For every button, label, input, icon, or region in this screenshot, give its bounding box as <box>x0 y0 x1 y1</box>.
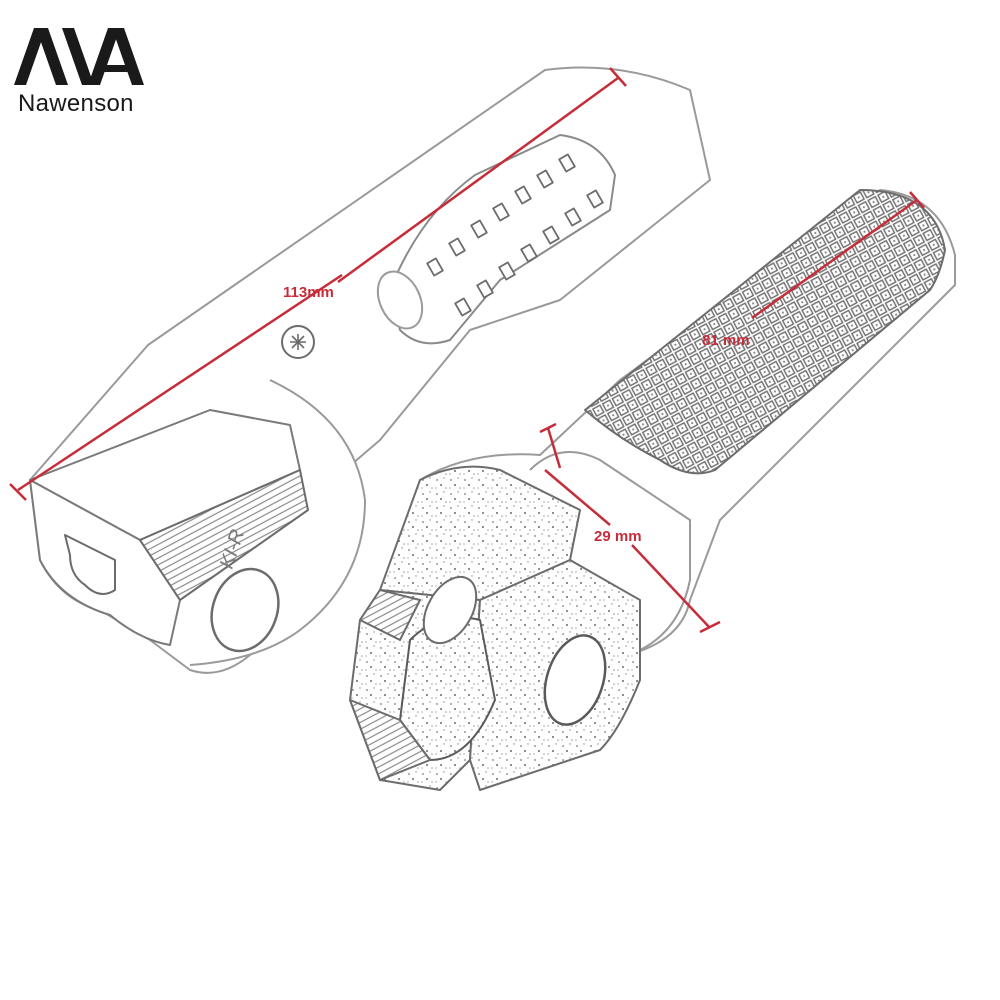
left-peg-slot <box>64 534 116 595</box>
right-peg-collar <box>529 451 691 651</box>
left-peg-clevis-side <box>139 469 309 601</box>
left-peg-pin <box>376 270 424 330</box>
left-peg-hole <box>210 567 280 653</box>
brand-name: Nawenson <box>18 90 134 117</box>
left-footpeg <box>29 66 711 674</box>
dimension-81mm <box>751 191 925 320</box>
dimension-29mm-label: 29 mm <box>594 528 642 545</box>
dimension-81mm-label: 81 mm <box>702 332 750 349</box>
right-peg-hole <box>543 634 607 726</box>
dimension-113mm-label: 113mm <box>283 284 334 301</box>
right-peg-tread <box>584 189 946 475</box>
dimension-29mm <box>539 422 721 634</box>
dimension-113mm <box>9 67 627 501</box>
left-peg-tread <box>389 134 616 345</box>
left-peg-studs <box>426 153 604 317</box>
nawenson-logo-icon <box>14 28 144 85</box>
right-footpeg <box>349 189 956 791</box>
